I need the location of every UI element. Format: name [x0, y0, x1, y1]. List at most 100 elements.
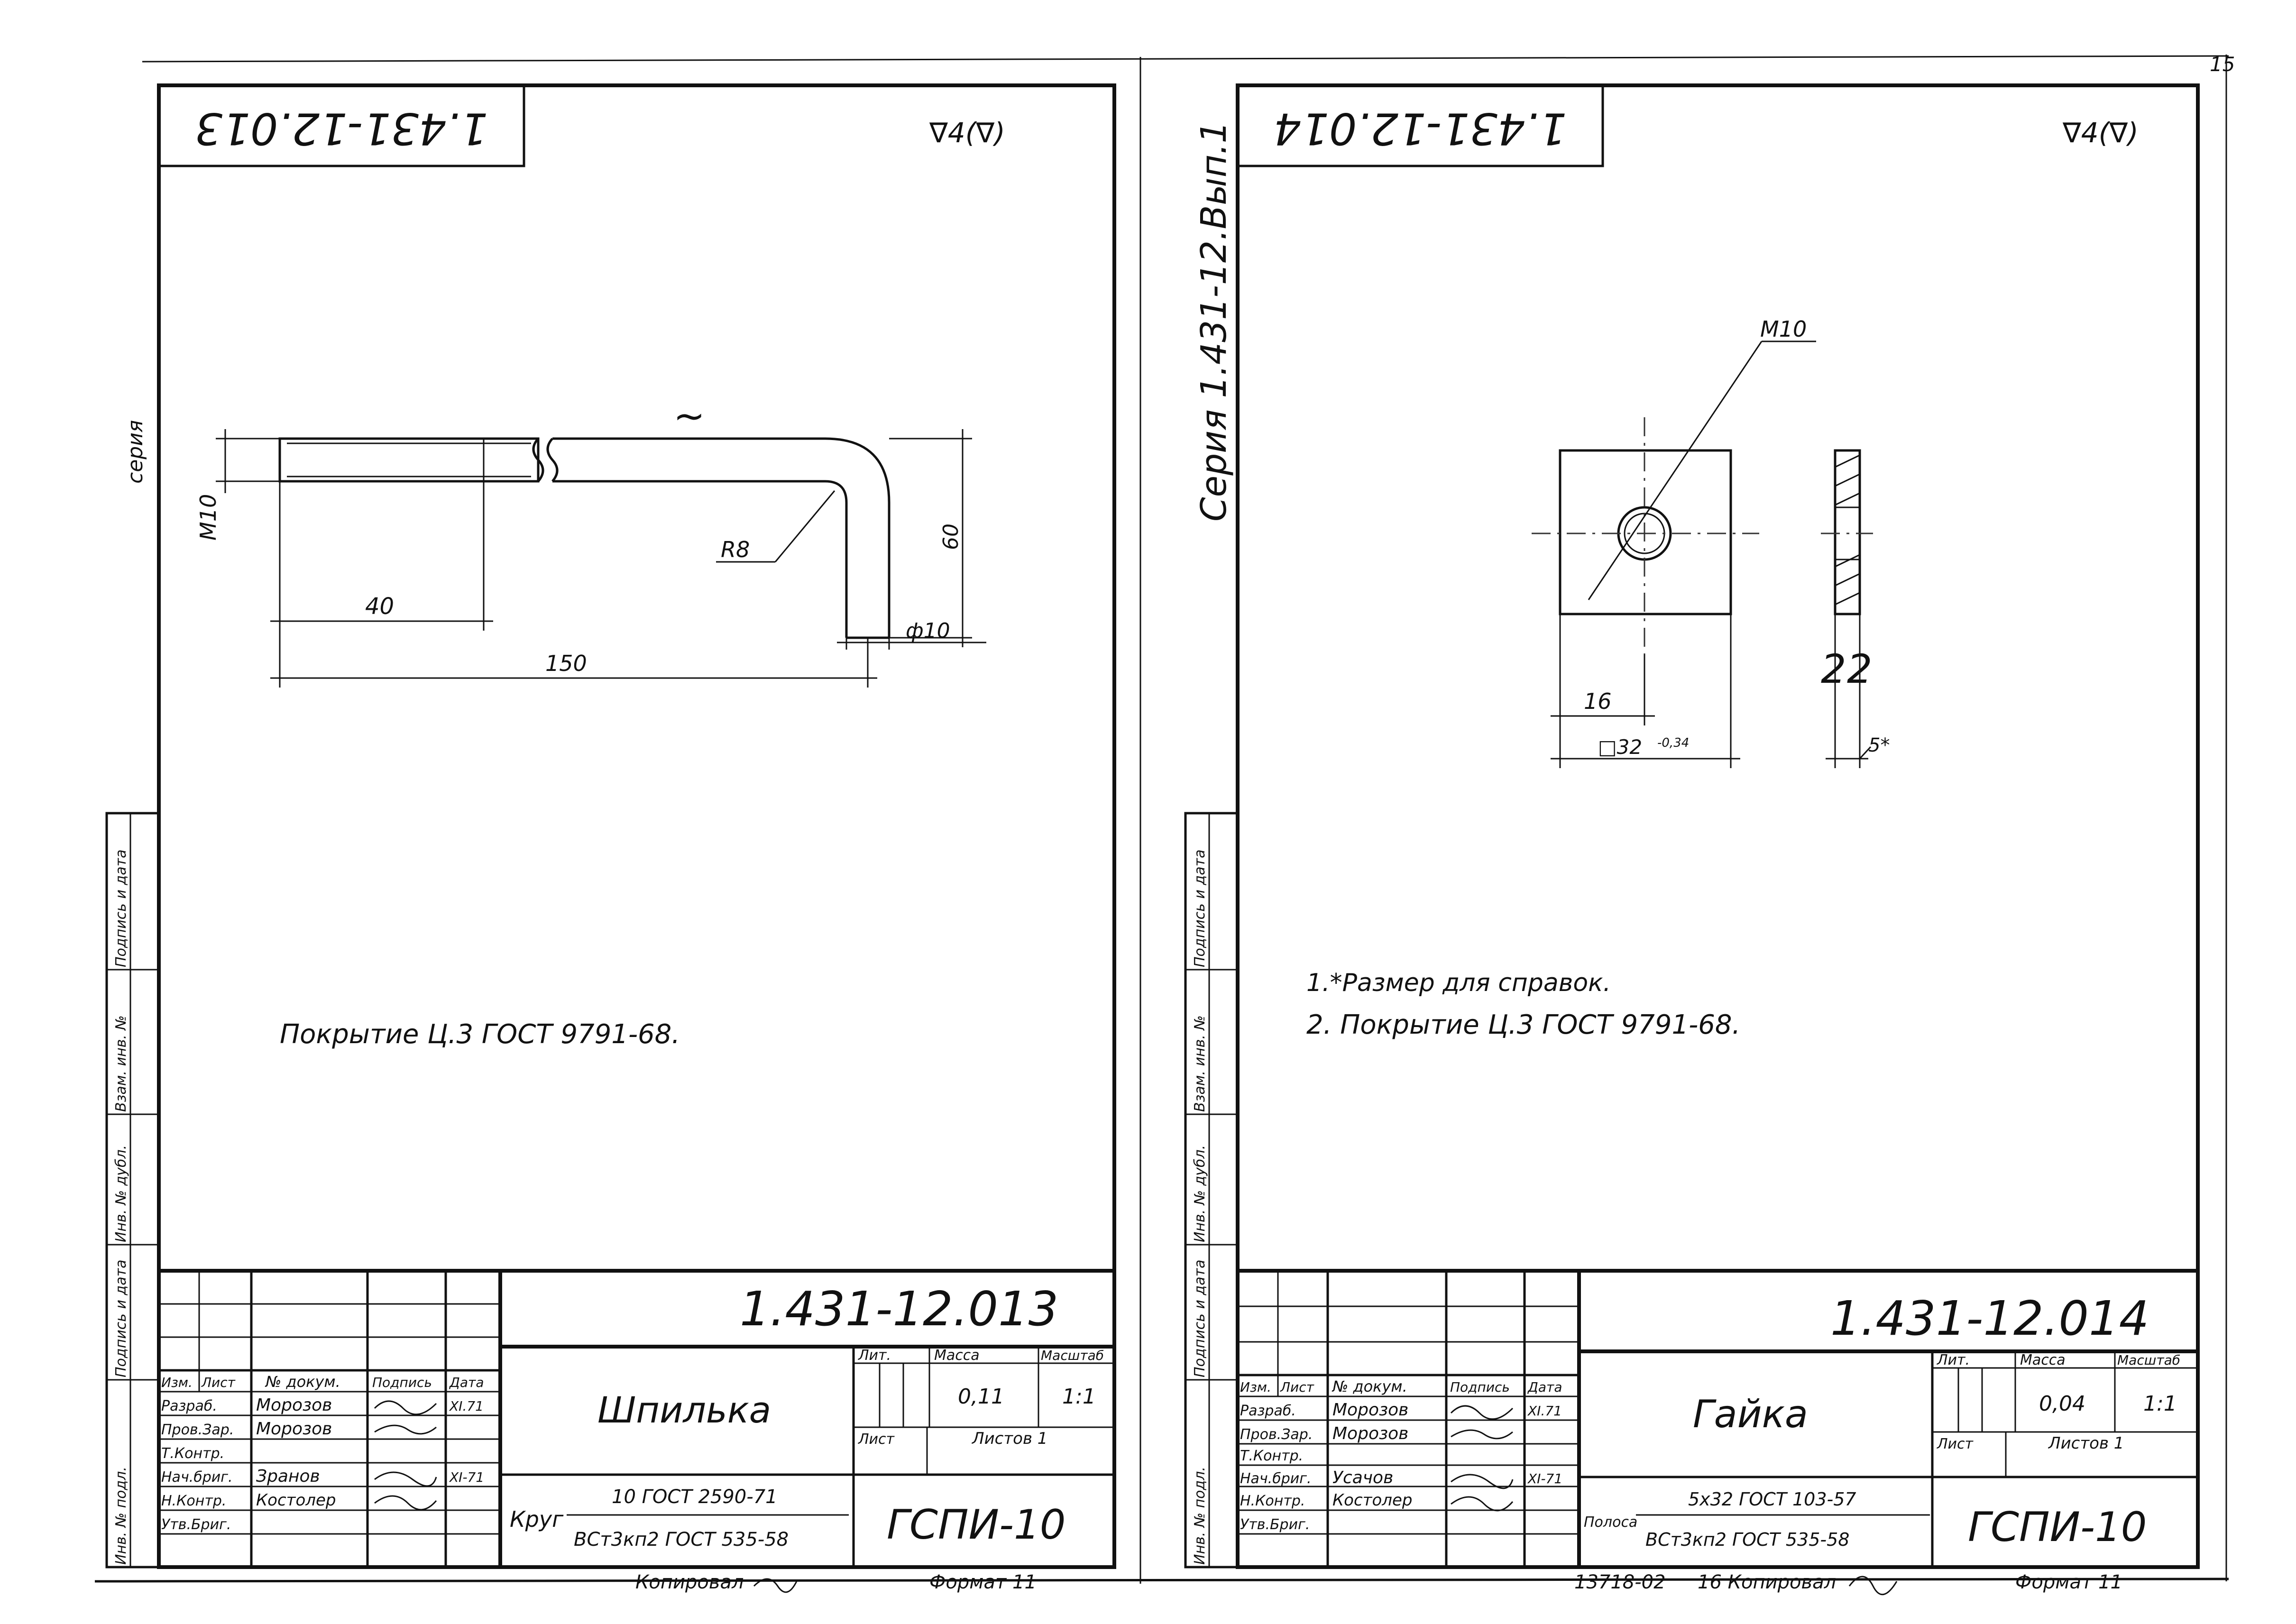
stud-height-dim: 60	[939, 523, 963, 550]
stud-bend-mark: ~	[673, 394, 705, 438]
right-row-date-4: XI-71	[1527, 1471, 1562, 1486]
right-note-1: 1.*Размер для справок.	[1306, 969, 1611, 997]
right-row-role-2: Пров.Зар.	[1240, 1426, 1313, 1443]
right-code-rotated: 1.431-12.014	[1274, 103, 1567, 154]
right-row-name-5: Костолер	[1332, 1491, 1412, 1510]
left-roughness: ∇4(∇)	[929, 117, 1005, 149]
right-mass-value: 0,04	[2039, 1392, 2085, 1416]
right-side-stamp-text-5: Инв. № подл.	[1192, 1467, 1208, 1565]
right-side-stamp-text-4: Подпись и дата	[1192, 1260, 1208, 1378]
right-row-role-3: Т.Контр.	[1240, 1448, 1303, 1464]
left-side-stamp: Подпись и дата Взам. инв. № Инв. № дубл.…	[105, 812, 160, 1569]
nut-plate	[1559, 449, 1732, 615]
right-header-date: Дата	[1527, 1379, 1562, 1395]
right-sheet: 1.431-12.014 ∇4(∇) Серия 1.431-12.Вып.1 …	[1184, 83, 2200, 1596]
left-format: Формат 11	[929, 1571, 1037, 1593]
right-row-role-6: Утв.Бриг.	[1240, 1516, 1310, 1533]
side-stamp-text-1: Подпись и дата	[113, 850, 129, 968]
right-signature-2	[1451, 1429, 1513, 1440]
stud-thread-body	[278, 437, 540, 483]
left-header-list: Лист	[201, 1375, 236, 1390]
right-signature-3	[1451, 1474, 1514, 1489]
left-row-date-4: XI-71	[449, 1469, 484, 1485]
stud-drawing: ~ M10 40 150 R8 60	[195, 394, 986, 688]
nut-thickness-dim: 5*	[1868, 734, 1890, 756]
right-side-stamp-text-1: Подпись и дата	[1192, 850, 1208, 968]
left-row-role-2: Пров.Зар.	[161, 1422, 234, 1438]
right-roughness: ∇4(∇)	[2062, 117, 2139, 149]
right-header-sign: Подпись	[1450, 1379, 1510, 1395]
left-header-doc: № докум.	[265, 1373, 340, 1391]
series-label: Серия 1.431-12.Вып.1	[1194, 121, 1234, 522]
right-title-code: 1.431-12.014	[1830, 1291, 2149, 1346]
left-row-name-4: Зранов	[256, 1467, 320, 1486]
side-stamp-text-3: Инв. № дубл.	[113, 1145, 129, 1242]
left-scale-label: Масштаб	[1041, 1348, 1104, 1363]
right-signature-4	[1451, 1496, 1514, 1512]
right-row-date-1: XI.71	[1527, 1403, 1562, 1419]
left-sheet: 1.431-12.013 ∇4(∇) Подпись и дата Взам. …	[105, 83, 1116, 1593]
stud-diameter-dim: ф10	[906, 619, 950, 643]
nut-section-label-1: 2	[1821, 646, 1846, 692]
left-row-name-2: Морозов	[256, 1419, 332, 1439]
right-format: Формат 11	[2015, 1571, 2122, 1593]
right-signature-1	[1450, 1405, 1514, 1420]
right-material-top: 5х32 ГОСТ 103-57	[1688, 1489, 1856, 1510]
right-material-prefix: Полоса	[1584, 1514, 1637, 1531]
right-note-2: 2. Покрытие Ц.3 ГОСТ 9791-68.	[1306, 1009, 1740, 1040]
right-scale-value: 1:1	[2143, 1392, 2177, 1416]
left-sheet-label: Лист	[858, 1431, 895, 1448]
right-row-role-1: Разраб.	[1240, 1403, 1296, 1419]
right-row-name-4: Усачов	[1332, 1468, 1393, 1487]
left-header-sign: Подпись	[372, 1375, 432, 1390]
right-code-box	[1236, 84, 1604, 167]
right-side-stamp-text-3: Инв. № дубл.	[1192, 1145, 1208, 1242]
left-material-bottom: ВСт3кп2 ГОСТ 535-58	[574, 1529, 789, 1551]
left-mass-label: Масса	[934, 1347, 980, 1364]
nut-side-view	[1834, 449, 1861, 615]
nut-width-dim: □32	[1598, 735, 1642, 759]
left-part-name: Шпилька	[597, 1389, 771, 1431]
nut-thread-dim: M10	[1760, 316, 1807, 342]
right-lit-label: Лит.	[1937, 1352, 1970, 1368]
right-side-stamp: Подпись и дата Взам. инв. № Инв. № дубл.…	[1184, 812, 1239, 1569]
left-sheets-label: Листов 1	[971, 1429, 1047, 1448]
left-signature-3	[374, 1471, 437, 1487]
left-row-date-1: XI.71	[449, 1398, 484, 1414]
left-code-rotated: 1.431-12.013	[195, 103, 488, 154]
left-mass-value: 0,11	[958, 1385, 1004, 1409]
left-lit-label: Лит.	[858, 1347, 891, 1364]
right-row-role-5: Н.Контр.	[1240, 1493, 1305, 1509]
right-scale-label: Масштаб	[2117, 1352, 2180, 1368]
stud-radius-dim: R8	[721, 537, 750, 562]
left-row-name-1: Морозов	[256, 1395, 332, 1415]
side-stamp-text-5: Инв. № подл.	[113, 1467, 129, 1565]
left-header-izm: Изм.	[161, 1375, 193, 1390]
left-scale-value: 1:1	[1062, 1385, 1096, 1409]
left-copied-signature	[753, 1578, 798, 1593]
left-title-code: 1.431-12.013	[740, 1281, 1058, 1337]
left-note: Покрытие Ц.3 ГОСТ 9791-68.	[280, 1019, 680, 1050]
left-org: ГСПИ-10	[887, 1501, 1065, 1549]
side-stamp-text-4: Подпись и дата	[113, 1260, 129, 1378]
stud-total-len-dim: 150	[545, 651, 587, 676]
nut-width-tolerance: -0,34	[1657, 736, 1689, 750]
top-trim-line	[142, 55, 2229, 63]
side-series-label: серия	[123, 420, 147, 484]
right-sheet-label: Лист	[1937, 1436, 1974, 1452]
stud-thread-dim: M10	[195, 494, 221, 541]
left-title-block: Изм. Лист № докум. Подпись Дата Разраб. …	[159, 1269, 1114, 1593]
right-material-bottom: ВСт3кп2 ГОСТ 535-58	[1645, 1529, 1849, 1550]
page-number: 15	[2210, 53, 2235, 76]
right-row-name-1: Морозов	[1332, 1400, 1408, 1420]
left-row-role-5: Н.Контр.	[161, 1493, 226, 1509]
left-signature-2	[374, 1424, 437, 1435]
right-sheets-label: Листов 1	[2048, 1434, 2124, 1453]
right-part-name: Гайка	[1693, 1392, 1808, 1436]
left-material-prefix: Круг	[510, 1506, 564, 1532]
left-row-role-1: Разраб.	[161, 1398, 217, 1414]
left-signature-1	[374, 1400, 437, 1415]
left-row-role-6: Утв.Бриг.	[161, 1516, 231, 1533]
left-row-name-5: Костолер	[256, 1491, 336, 1510]
